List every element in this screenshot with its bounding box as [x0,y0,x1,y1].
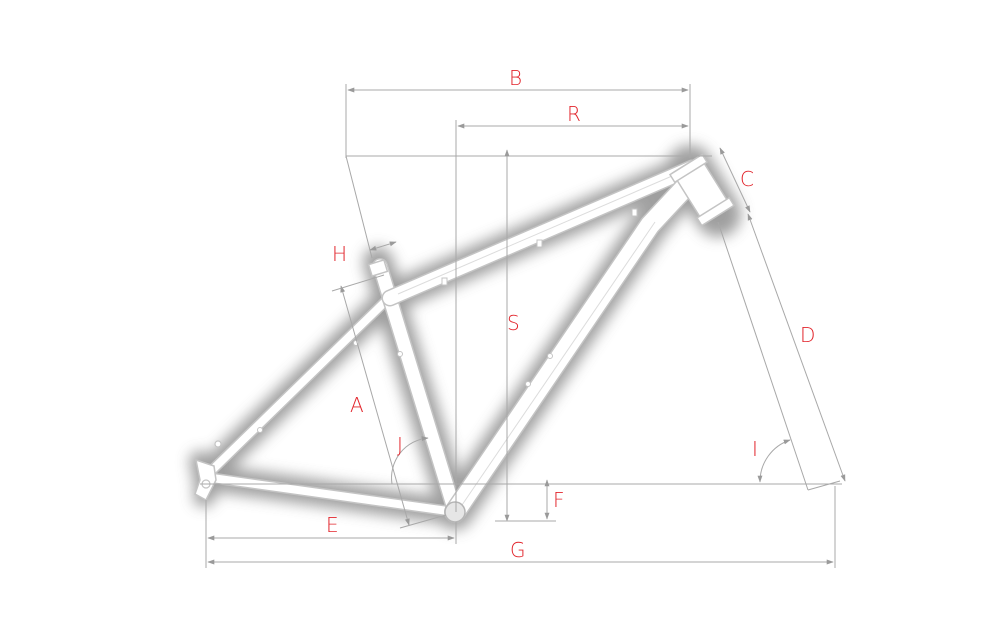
seat-collar [367,258,389,278]
label-B: B [509,66,522,90]
label-C: C [740,167,754,191]
label-E: E [326,513,339,537]
label-G: G [510,538,526,562]
label-J: J [397,433,403,457]
label-D: D [800,323,815,347]
label-A: A [350,393,364,417]
bottom-bracket [444,501,466,523]
down-tube [444,171,701,523]
seatstay [199,286,401,483]
label-F: F [553,488,565,512]
label-H: H [332,242,347,266]
chainstay [199,471,461,518]
frame-shadow [189,145,741,530]
dimension-lines [200,84,846,568]
top-tube [381,159,701,307]
dimension-labels: B R C H S D A J I F E G [326,66,815,562]
label-R: R [567,102,581,126]
label-I: I [752,437,758,461]
head-tube [668,153,736,227]
label-S: S [507,311,520,335]
